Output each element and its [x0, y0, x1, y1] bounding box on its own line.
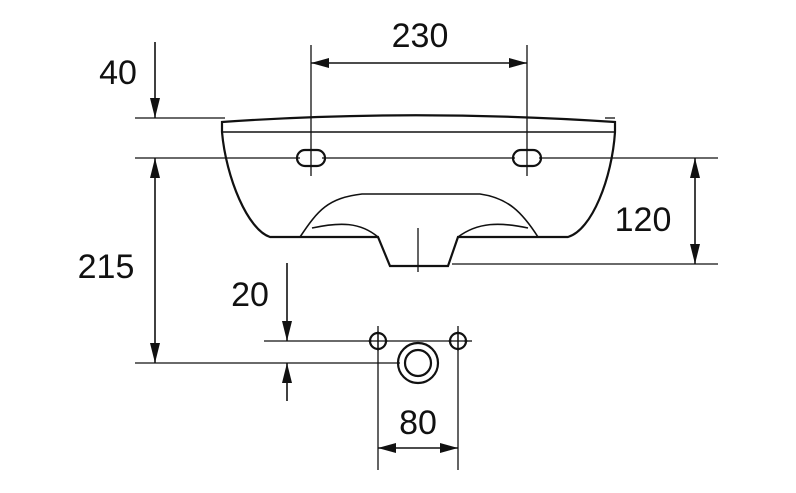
- arrow-215-bottom: [150, 343, 160, 363]
- arrow-215-top: [150, 158, 160, 178]
- dim-label-80: 80: [399, 404, 437, 442]
- arrow-230-left: [311, 58, 329, 68]
- dim-label-40: 40: [99, 54, 137, 92]
- tap-hole-right: [511, 148, 543, 168]
- dim-label-230: 230: [392, 17, 449, 55]
- arrow-20-top: [282, 321, 292, 341]
- arrow-120-bottom: [690, 244, 700, 264]
- basin-outline: [220, 114, 617, 268]
- basin-bowl-inner: [299, 193, 539, 238]
- arrow-120-top: [690, 158, 700, 178]
- waste-outlet-outer: [396, 341, 440, 385]
- arrow-40: [150, 98, 160, 118]
- dim-label-20: 20: [231, 276, 269, 314]
- arrow-230-right: [509, 58, 527, 68]
- tap-hole-left: [295, 148, 327, 168]
- waste-outlet-inner: [403, 348, 433, 378]
- arrow-20-bottom: [282, 363, 292, 383]
- dim-label-120: 120: [615, 201, 672, 239]
- dim-label-215: 215: [78, 248, 135, 286]
- arrow-80-left: [378, 443, 396, 453]
- arrow-80-right: [440, 443, 458, 453]
- basin-bowl-inner-lower: [311, 223, 529, 238]
